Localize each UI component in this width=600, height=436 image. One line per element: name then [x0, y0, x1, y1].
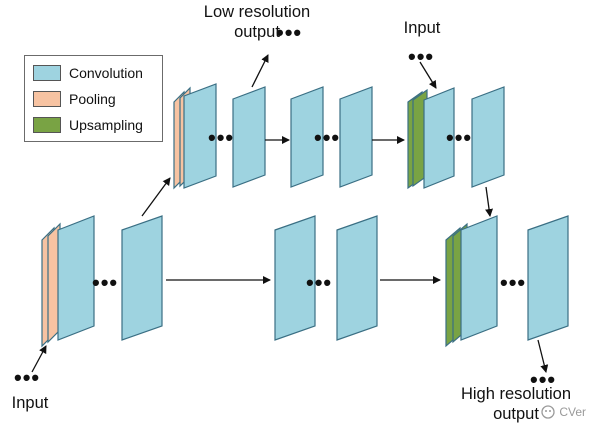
upsampling-swatch: [33, 117, 61, 133]
ellipsis-bottom-3: •••: [500, 270, 527, 295]
legend-item-upsampling: Upsampling: [33, 115, 143, 135]
conv-layer-bottom-6: [527, 215, 569, 341]
conv-layer-top-1: [183, 83, 217, 189]
wechat-icon: [541, 405, 555, 419]
ellipsis-input-bottom: •••: [14, 365, 41, 390]
legend-item-pooling: Pooling: [33, 89, 116, 109]
watermark: CVer: [541, 405, 586, 419]
ellipsis-top-2: •••: [314, 125, 341, 150]
legend-item-convolution: Convolution: [33, 63, 143, 83]
conv-layer-bottom-4: [336, 215, 378, 341]
label-line: output: [493, 405, 539, 423]
label-line: output: [234, 23, 280, 41]
pooling-swatch: [33, 91, 61, 107]
conv-layer-top-5: [423, 87, 455, 189]
ellipsis-bottom-1: •••: [92, 270, 119, 295]
conv-layer-top-4: [339, 86, 373, 188]
conv-layer-bottom-5: [460, 215, 498, 341]
convolution-swatch: [33, 65, 61, 81]
arrow-input-top: [419, 61, 437, 89]
ellipsis-bottom-2: •••: [306, 270, 333, 295]
conv-layer-bottom-3: [274, 215, 316, 341]
low-resolution-output-label: Low resolution output: [187, 2, 327, 42]
legend-label: Convolution: [69, 65, 143, 81]
arrow-to-low-res-output: [251, 54, 269, 88]
label-line: Low resolution: [203, 3, 311, 21]
arrow-top-to-bottom: [485, 186, 494, 217]
high-resolution-output-label: High resolution output: [436, 384, 596, 424]
ellipsis-low-res-output: •••: [276, 20, 303, 45]
input-bottom-label: Input: [11, 394, 49, 412]
label-line: High resolution: [460, 385, 572, 403]
ellipsis-top-3: •••: [446, 125, 473, 150]
watermark-text: CVer: [559, 405, 586, 419]
conv-layer-bottom-2: [121, 215, 163, 341]
conv-layer-top-6: [471, 86, 505, 188]
conv-layer-top-2: [232, 86, 266, 188]
ellipsis-input-top: •••: [408, 44, 435, 69]
legend: Convolution Pooling Upsampling: [24, 55, 163, 142]
ellipsis-top-1: •••: [208, 125, 235, 150]
arrow-input-bottom: [31, 345, 47, 373]
conv-layer-top-3: [290, 86, 324, 188]
legend-label: Pooling: [69, 91, 116, 107]
legend-label: Upsampling: [69, 117, 143, 133]
arrow-to-high-res-output: [537, 339, 549, 373]
conv-layer-bottom-1: [57, 215, 95, 341]
ellipsis-high-res-output: •••: [530, 367, 557, 392]
arrow-to-top-branch: [141, 177, 171, 217]
input-top-label: Input: [403, 19, 441, 37]
